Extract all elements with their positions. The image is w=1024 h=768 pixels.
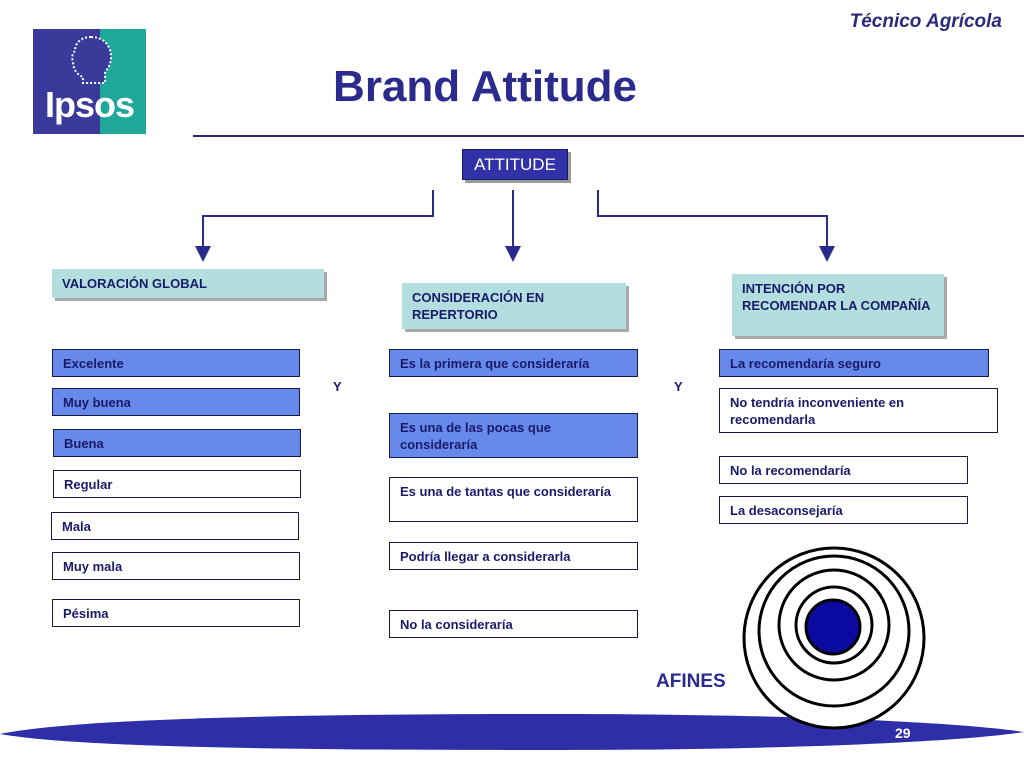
connector-y-right: Y [674, 379, 683, 394]
option-regular: Regular [53, 470, 301, 498]
footer-swoosh [0, 714, 1024, 750]
arrow-right-line [597, 190, 828, 248]
target-icon [742, 546, 926, 730]
option-una-de-pocas: Es una de las pocas que consideraría [389, 413, 638, 458]
arrow-center-head [505, 246, 521, 262]
page-title: Brand Attitude [333, 62, 637, 111]
option-excelente: Excelente [52, 349, 300, 377]
option-mala: Mala [51, 512, 299, 540]
heading-consideracion: CONSIDERACIÓN EN REPERTORIO [402, 283, 626, 329]
option-no-recomendaria: No la recomendaría [719, 456, 968, 484]
option-recomendaria-seguro: La recomendaría seguro [719, 349, 989, 377]
option-muy-buena: Muy buena [52, 388, 300, 416]
target-label: AFINES [656, 671, 726, 692]
option-pesima: Pésima [52, 599, 300, 627]
ipsos-logo: Ipsos [33, 29, 146, 134]
arrow-left-line [202, 190, 434, 248]
option-desaconsejaria: La desaconsejaría [719, 496, 968, 524]
option-podria-considerarla: Podría llegar a considerarla [389, 542, 638, 570]
logo-head-icon [71, 35, 113, 84]
connector-y-left: Y [333, 379, 342, 394]
arrow-right-head [819, 246, 835, 262]
option-buena: Buena [53, 429, 301, 457]
page-number: 29 [895, 725, 911, 741]
logo-text: Ipsos [44, 84, 135, 125]
option-primera: Es la primera que consideraría [389, 349, 638, 377]
arrow-left-head [195, 246, 211, 262]
header-subtitle: Técnico Agrícola [849, 11, 1002, 32]
option-muy-mala: Muy mala [52, 552, 300, 580]
option-una-de-tantas: Es una de tantas que consideraría [389, 477, 638, 522]
option-sin-inconveniente: No tendría inconveniente en recomendarla [719, 388, 998, 433]
attitude-root-box: ATTITUDE [462, 149, 568, 180]
title-divider [193, 135, 1024, 137]
option-no-consideraria: No la consideraría [389, 610, 638, 638]
heading-intencion: INTENCIÓN POR RECOMENDAR LA COMPAÑÍA [732, 274, 944, 336]
heading-valoracion-global: VALORACIÓN GLOBAL [52, 269, 324, 298]
